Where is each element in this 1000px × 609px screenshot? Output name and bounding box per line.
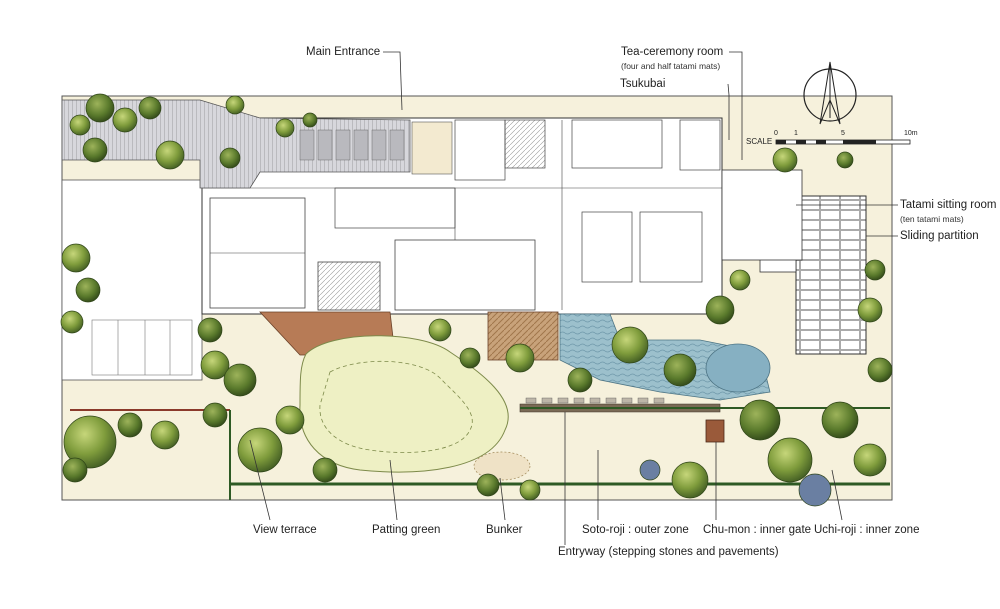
scale-tick-10m: 10m bbox=[904, 130, 918, 137]
scale-tick-1: 1 bbox=[794, 130, 798, 137]
label-bunker: Bunker bbox=[486, 524, 523, 536]
label-sliding-partition: Sliding partition bbox=[900, 230, 979, 242]
scale-tick-0: 0 bbox=[774, 130, 778, 137]
label-soto-roji: Soto-roji : outer zone bbox=[582, 524, 689, 536]
label-tea-ceremony-sub: (four and half tatami mats) bbox=[621, 61, 721, 71]
label-entryway: Entryway (stepping stones and pavements) bbox=[558, 546, 779, 558]
label-view-terrace: View terrace bbox=[253, 524, 317, 536]
label-tsukubai: Tsukubai bbox=[620, 78, 666, 90]
label-tatami-sitting-room: Tatami sitting room bbox=[900, 199, 997, 211]
label-tea-ceremony-room: Tea-ceremony room bbox=[621, 46, 724, 58]
label-chu-mon: Chu-mon : inner gate bbox=[703, 524, 812, 536]
label-tatami-sitting-sub: (ten tatami mats) bbox=[900, 214, 964, 224]
label-patting-green: Patting green bbox=[372, 524, 441, 536]
label-uchi-roji: Uchi-roji : inner zone bbox=[814, 524, 920, 536]
scale-word: SCALE bbox=[746, 137, 773, 146]
label-main-entrance: Main Entrance bbox=[306, 46, 381, 58]
scale-tick-5: 5 bbox=[841, 130, 845, 137]
